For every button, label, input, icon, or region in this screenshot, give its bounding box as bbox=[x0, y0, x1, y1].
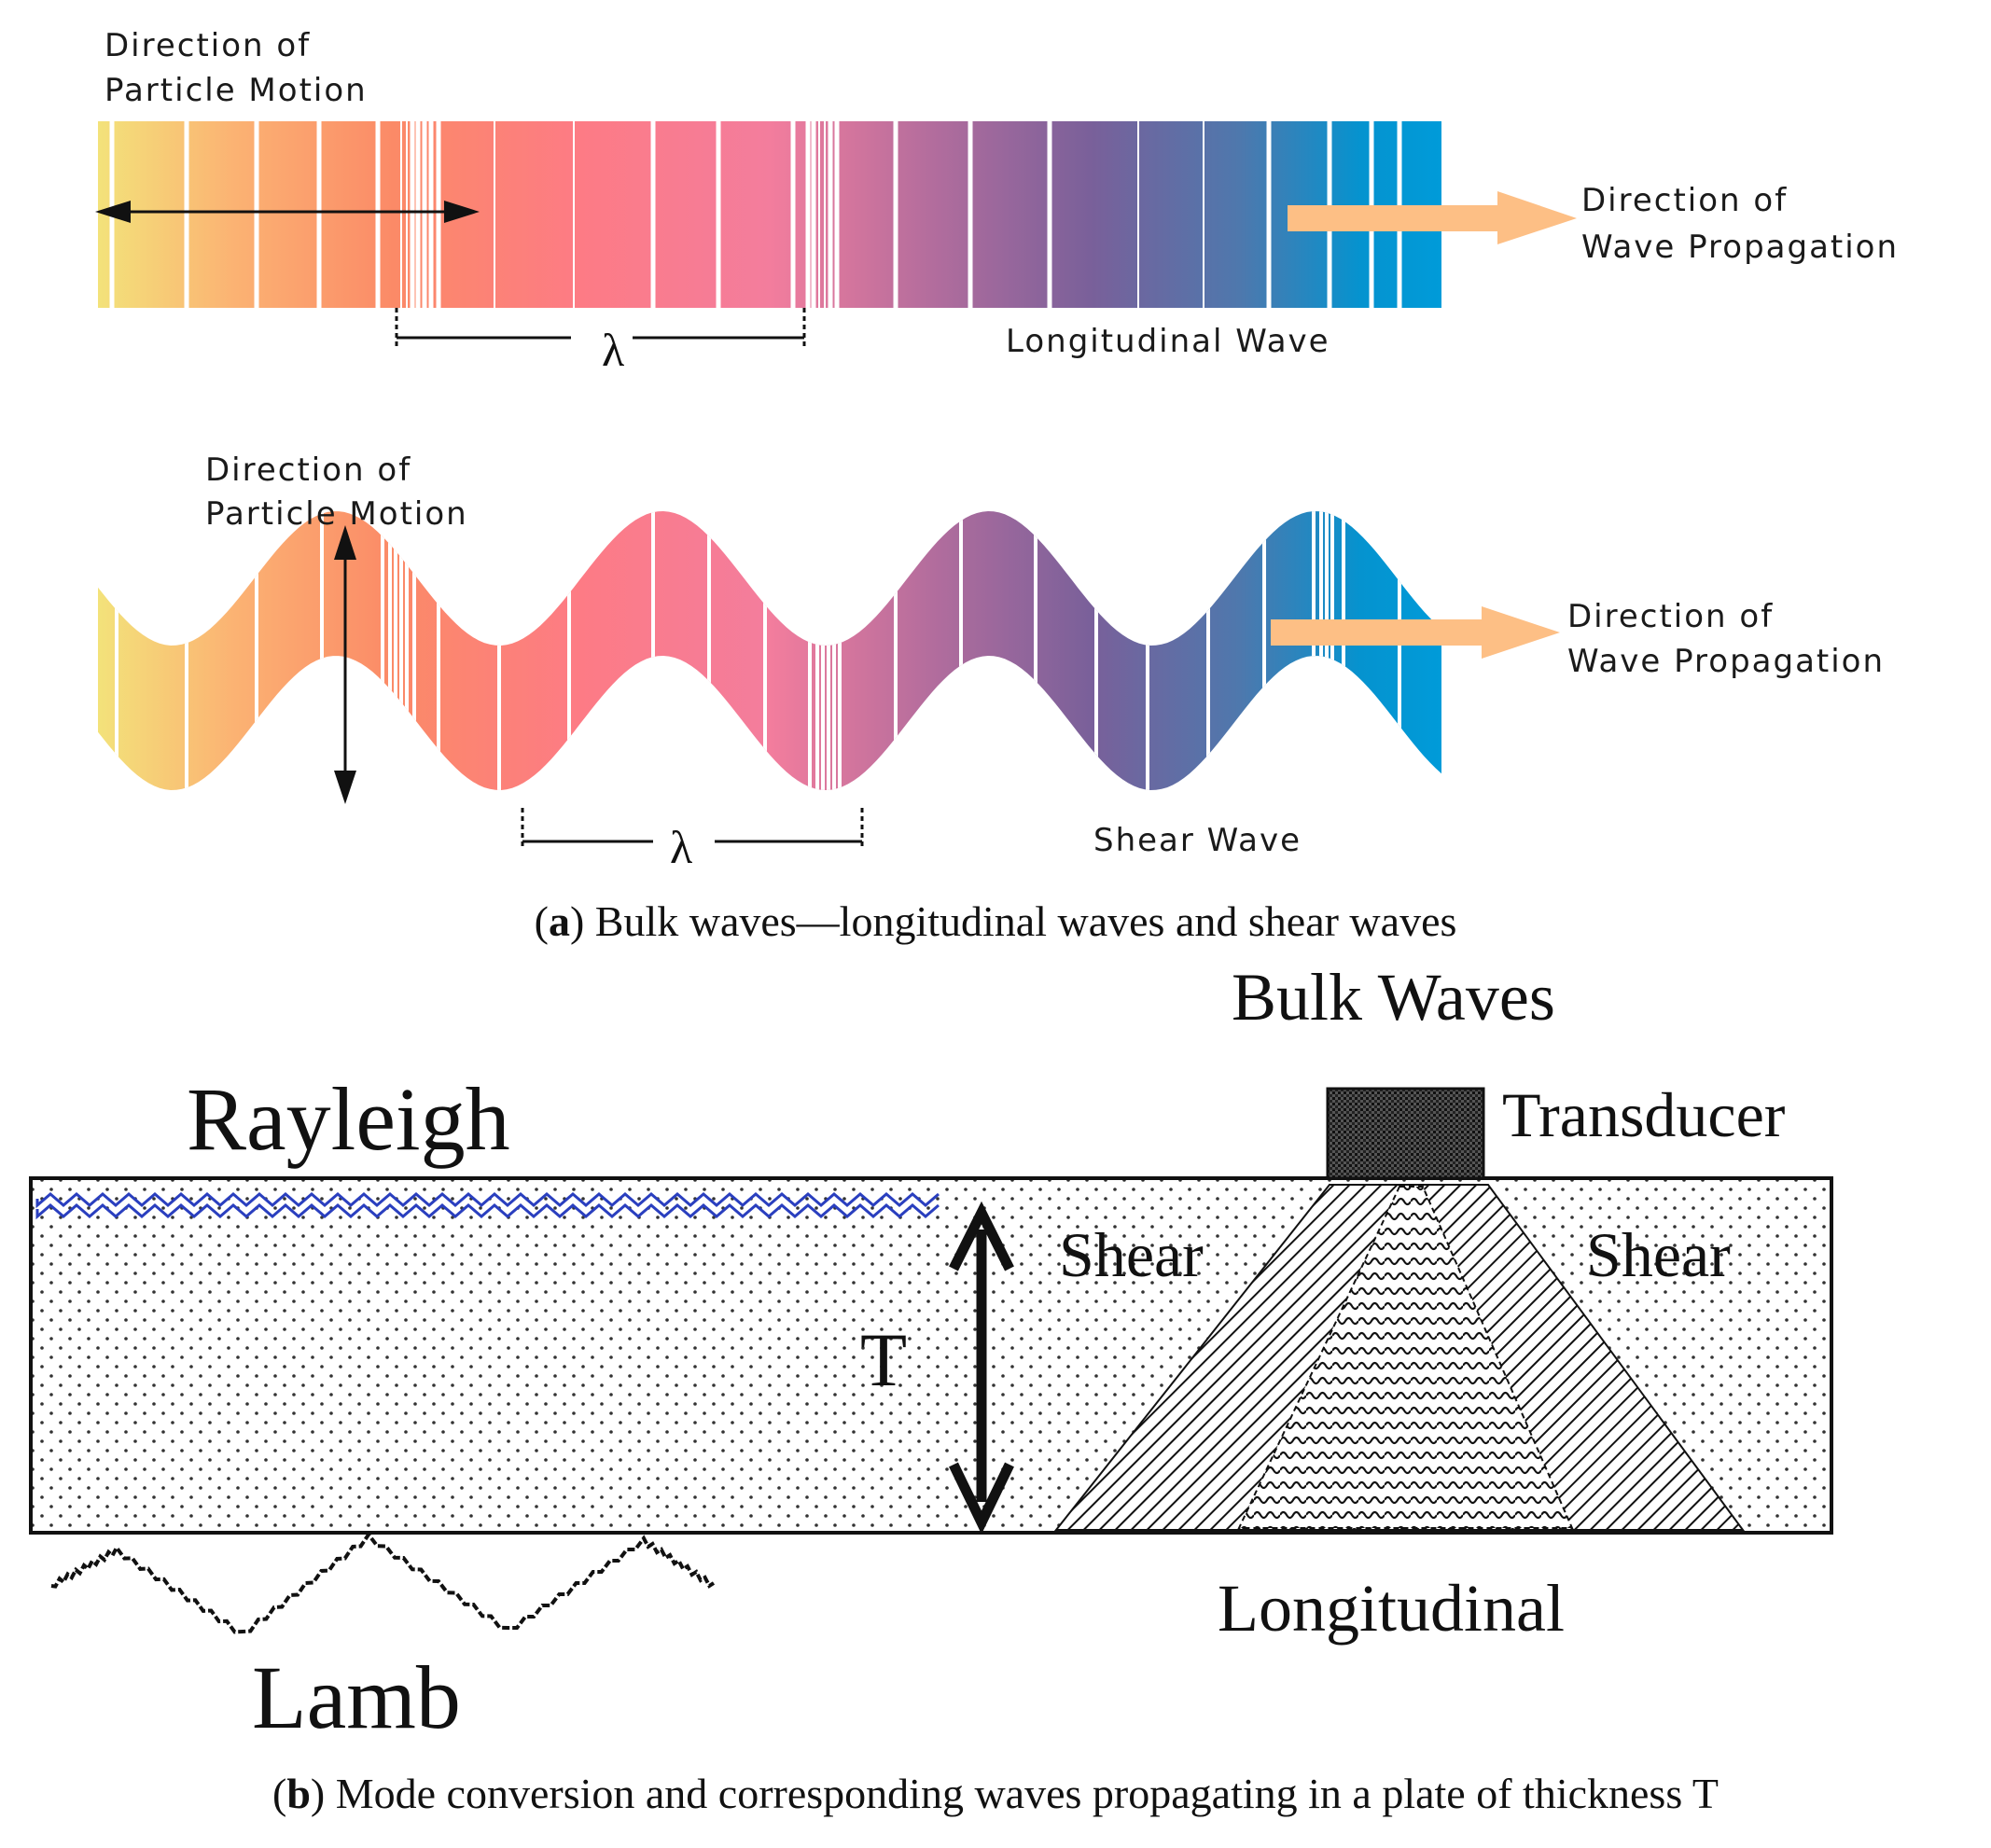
wavelength-symbol-longitudinal: λ bbox=[602, 324, 624, 376]
shear-particle-motion-label-line2: Particle Motion bbox=[205, 495, 468, 533]
particle-motion-label-line1: Direction of bbox=[104, 27, 311, 64]
thickness-label: T bbox=[860, 1317, 907, 1402]
wavelength-bracket-shear bbox=[521, 808, 864, 849]
rayleigh-label: Rayleigh bbox=[187, 1069, 510, 1169]
shear-particle-motion-label-line1: Direction of bbox=[205, 452, 411, 489]
particle-motion-arrow-vertical bbox=[334, 525, 356, 804]
shear-wave-label: Shear Wave bbox=[1093, 822, 1302, 859]
caption-a-letter: a bbox=[549, 897, 570, 945]
shear-wave-band bbox=[98, 511, 1441, 790]
propagation-arrow-shear bbox=[1271, 606, 1560, 659]
caption-b-text: Mode conversion and corresponding waves … bbox=[336, 1770, 1719, 1817]
particle-motion-label-line2: Particle Motion bbox=[104, 72, 368, 109]
longitudinal-label: Longitudinal bbox=[1218, 1571, 1565, 1646]
propagation-arrow-longitudinal bbox=[1288, 191, 1577, 244]
longitudinal-wave-diagram: Direction of Particle Motion Direction o… bbox=[95, 27, 1899, 376]
shear-right-label: Shear bbox=[1586, 1219, 1731, 1290]
transducer-label: Transducer bbox=[1502, 1079, 1786, 1150]
caption-a: (a) Bulk waves—longitudinal waves and sh… bbox=[535, 897, 1457, 945]
longitudinal-wave-band bbox=[98, 121, 1441, 308]
longitudinal-wave-label: Longitudinal Wave bbox=[1006, 323, 1330, 360]
wavelength-bracket-longitudinal bbox=[395, 308, 806, 347]
shear-propagation-label-line2: Wave Propagation bbox=[1567, 643, 1885, 680]
shear-propagation-label-line1: Direction of bbox=[1567, 598, 1774, 635]
caption-a-text: Bulk waves—longitudinal waves and shear … bbox=[595, 897, 1457, 945]
thickness-arrow bbox=[949, 1201, 1014, 1535]
propagation-label-line2: Wave Propagation bbox=[1581, 229, 1899, 266]
wavelength-symbol-shear: λ bbox=[670, 821, 692, 873]
bulk-waves-label: Bulk Waves bbox=[1232, 960, 1555, 1035]
plate-mode-conversion-diagram: Bulk Waves Transducer Rayleigh Shear She… bbox=[29, 960, 1833, 1747]
lamb-label: Lamb bbox=[252, 1647, 461, 1747]
lamb-wave bbox=[50, 1531, 716, 1634]
transducer bbox=[1326, 1087, 1485, 1180]
shear-left-label: Shear bbox=[1059, 1219, 1204, 1290]
longitudinal-cone bbox=[1237, 1186, 1574, 1529]
caption-b: (b) Mode conversion and corresponding wa… bbox=[272, 1770, 1719, 1817]
caption-b-letter: b bbox=[286, 1770, 311, 1817]
particle-motion-arrow-horizontal bbox=[95, 201, 480, 223]
rayleigh-surface-wave bbox=[35, 1192, 940, 1220]
propagation-label-line1: Direction of bbox=[1581, 182, 1788, 219]
shear-wave-diagram: Direction of Particle Motion Direction o… bbox=[98, 452, 1885, 873]
